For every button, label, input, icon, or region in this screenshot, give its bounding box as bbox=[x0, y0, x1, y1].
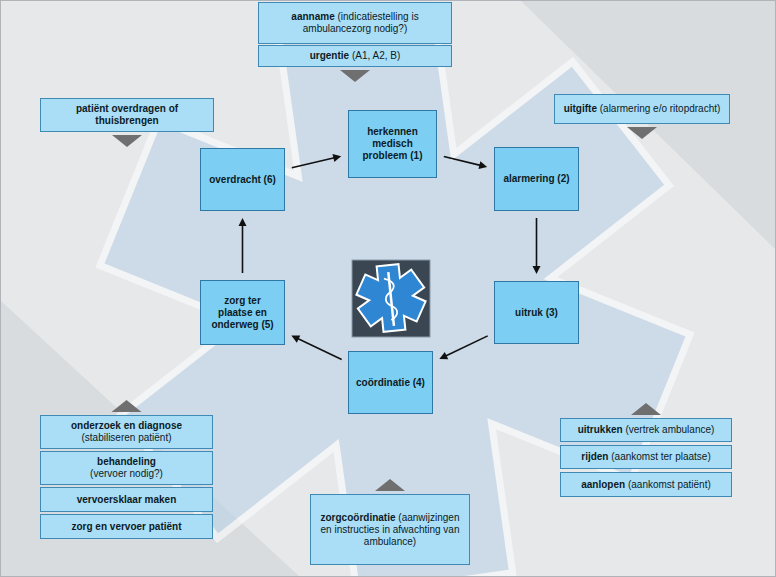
step-title: behandeling bbox=[97, 456, 156, 467]
text-holder: herkennen medisch probleem (1) bbox=[354, 126, 431, 162]
step-title: zorgcoördinatie bbox=[321, 512, 396, 523]
step-title: alarmering (2) bbox=[503, 173, 569, 184]
text-holder: alarmering (2) bbox=[503, 173, 569, 185]
cycle-arrow bbox=[533, 218, 541, 274]
pointer-triangle bbox=[631, 403, 661, 415]
step-title: uitrukken bbox=[578, 424, 623, 435]
step-box: uitgifte (alarmering e/o ritopdracht) bbox=[554, 94, 730, 124]
step-note: (stabiliseren patiënt) bbox=[71, 432, 182, 444]
text-holder: zorgcoördinatie (aanwijzingen en instruc… bbox=[316, 512, 464, 548]
step-note: (alarmering e/o ritopdracht) bbox=[600, 103, 721, 114]
cycle-arrow bbox=[439, 336, 487, 359]
cycle-arrow bbox=[239, 218, 247, 273]
cycle-arrow bbox=[444, 156, 487, 169]
step-title: onderzoek en diagnose bbox=[71, 420, 182, 431]
phase-box: zorg ter plaatse en onderweg (5) bbox=[200, 280, 285, 345]
step-box: urgentie (A1, A2, B) bbox=[258, 45, 452, 67]
arrow-line bbox=[242, 225, 244, 273]
text-holder: aanname (indicatiestelling is ambulancez… bbox=[264, 11, 446, 35]
text-holder: zorg en vervoer patiënt bbox=[71, 521, 181, 533]
arrow-head bbox=[533, 266, 541, 274]
pointer-triangle bbox=[112, 400, 142, 412]
text-holder: urgentie (A1, A2, B) bbox=[310, 50, 401, 62]
step-title: uitgifte bbox=[564, 103, 597, 114]
arrow-head bbox=[478, 161, 487, 169]
step-note: (aankomst ter plaatse) bbox=[611, 451, 711, 462]
step-note: (vervoer nodig?) bbox=[90, 468, 163, 480]
pointer-triangle bbox=[627, 127, 657, 139]
arrow-head bbox=[291, 335, 300, 342]
pointer-shape bbox=[112, 135, 142, 147]
step-box: uitrukken (vertrek ambulance) bbox=[560, 418, 732, 442]
star-of-life-icon bbox=[352, 260, 430, 335]
step-box: aanname (indicatiestelling is ambulancez… bbox=[258, 2, 452, 44]
arrow-line bbox=[446, 336, 488, 356]
arrow-head bbox=[332, 154, 341, 162]
phase-box: alarmering (2) bbox=[494, 147, 579, 211]
step-title: zorg en vervoer patiënt bbox=[71, 521, 181, 532]
text-holder: vervoersklaar maken bbox=[77, 494, 177, 506]
step-title: herkennen medisch probleem (1) bbox=[362, 126, 422, 161]
cycle-arrow bbox=[292, 154, 341, 168]
step-note: (vertrek ambulance) bbox=[625, 424, 714, 435]
text-holder: aanlopen (aankomst patiënt) bbox=[581, 479, 711, 491]
pointer-triangle bbox=[375, 479, 405, 491]
phase-box: herkennen medisch probleem (1) bbox=[348, 110, 437, 178]
pointer-shape bbox=[627, 127, 657, 139]
step-title: urgentie bbox=[310, 50, 349, 61]
step-title: patiënt overdragen of thuisbrengen bbox=[76, 103, 178, 126]
step-box: aanlopen (aankomst patiënt) bbox=[560, 472, 732, 497]
step-box: vervoersklaar maken bbox=[40, 487, 213, 512]
serpent bbox=[384, 278, 398, 321]
step-title: overdracht (6) bbox=[209, 174, 276, 185]
arrow-line bbox=[298, 339, 342, 360]
arrow-head bbox=[439, 352, 448, 359]
step-title: aanlopen bbox=[581, 479, 625, 490]
phase-box: coördinatie (4) bbox=[348, 351, 433, 414]
text-holder: overdracht (6) bbox=[209, 174, 276, 186]
text-holder: coördinatie (4) bbox=[356, 377, 425, 389]
center-photo bbox=[352, 260, 430, 337]
text-holder: patiënt overdragen of thuisbrengen bbox=[46, 103, 208, 127]
text-holder: zorg ter plaatse en onderweg (5) bbox=[206, 295, 279, 331]
cycle-arrow bbox=[291, 335, 341, 359]
step-title: aanname bbox=[291, 11, 334, 22]
step-title: coördinatie (4) bbox=[356, 377, 425, 388]
step-box: onderzoek en diagnose(stabiliseren patië… bbox=[40, 415, 213, 449]
step-title: zorg ter plaatse en onderweg (5) bbox=[211, 295, 273, 330]
arrow-line bbox=[536, 218, 538, 267]
pointer-shape bbox=[375, 479, 405, 491]
pointer-triangle bbox=[112, 135, 142, 147]
step-box: zorg en vervoer patiënt bbox=[40, 514, 213, 539]
phase-box: overdracht (6) bbox=[200, 148, 285, 211]
step-box: rijden (aankomst ter plaatse) bbox=[560, 445, 732, 469]
step-box: zorgcoördinatie (aanwijzingen en instruc… bbox=[310, 494, 470, 565]
text-holder: onderzoek en diagnose(stabiliseren patië… bbox=[71, 420, 182, 444]
phase-box: uitruk (3) bbox=[494, 281, 579, 344]
text-holder: rijden (aankomst ter plaatse) bbox=[581, 451, 711, 463]
arrow-line bbox=[444, 156, 481, 165]
text-holder: uitgifte (alarmering e/o ritopdracht) bbox=[564, 103, 721, 115]
pointer-shape bbox=[631, 403, 661, 415]
step-note: (aankomst patiënt) bbox=[628, 479, 711, 490]
arrow-line bbox=[292, 158, 335, 168]
text-holder: behandeling(vervoer nodig?) bbox=[90, 456, 163, 480]
pointer-shape bbox=[112, 400, 142, 412]
text-holder: uitrukken (vertrek ambulance) bbox=[578, 424, 715, 436]
pointer-triangle bbox=[340, 70, 370, 82]
step-note: (A1, A2, B) bbox=[352, 50, 400, 61]
step-box: patiënt overdragen of thuisbrengen bbox=[40, 98, 214, 132]
step-box: behandeling(vervoer nodig?) bbox=[40, 451, 213, 485]
text-holder: uitruk (3) bbox=[515, 307, 558, 319]
step-title: uitruk (3) bbox=[515, 307, 558, 318]
arrow-head bbox=[239, 218, 247, 226]
pointer-shape bbox=[340, 70, 370, 82]
step-title: vervoersklaar maken bbox=[77, 494, 177, 505]
step-title: rijden bbox=[581, 451, 608, 462]
